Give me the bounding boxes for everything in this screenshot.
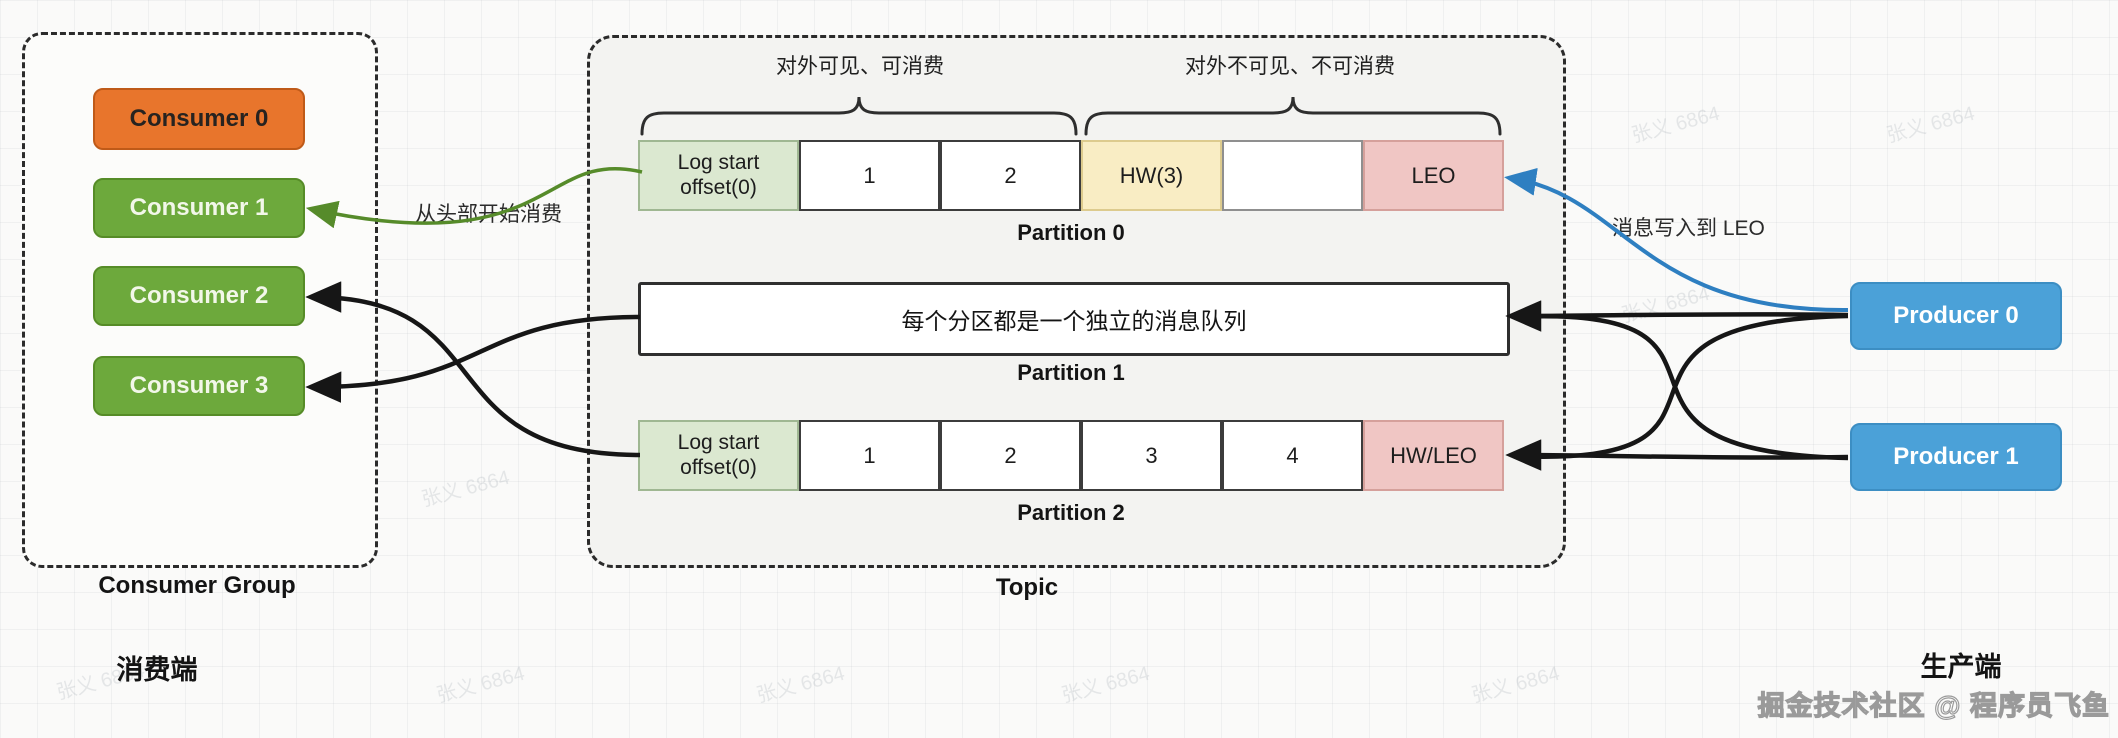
watermark: 张义 6864 <box>1469 662 1563 708</box>
watermark: 张义 6864 <box>1629 102 1723 148</box>
partition-1-box: 每个分区都是一个独立的消息队列 <box>638 282 1510 356</box>
p2-cell-2: 2 <box>940 420 1081 491</box>
consume-from-head-label: 从头部开始消费 <box>415 203 562 226</box>
partition-2-label: Partition 2 <box>1017 500 1125 525</box>
consumer-side-label: 消费端 <box>116 655 198 685</box>
consumer-group-label: Consumer Group <box>98 572 296 599</box>
p2-cell-3: 3 <box>1081 420 1222 491</box>
consumer-2-node: Consumer 2 <box>93 266 305 326</box>
consumer-3-node: Consumer 3 <box>93 356 305 416</box>
partition-2-row: Log start offset(0) 1 2 3 4 HW/LEO <box>638 420 1504 491</box>
p2-cell-4: 4 <box>1222 420 1363 491</box>
partition-0-row: Log start offset(0) 1 2 HW(3) LEO <box>638 140 1504 211</box>
p2-cell-1: 1 <box>799 420 940 491</box>
partition-1-label: Partition 1 <box>1017 360 1125 385</box>
p0-hw-cell: HW(3) <box>1081 140 1222 211</box>
producer-side-label: 生产端 <box>1920 652 2002 682</box>
p0-empty-cell <box>1222 140 1363 211</box>
watermark: 张义 6864 <box>1884 102 1978 148</box>
watermark: 张义 6864 <box>1059 662 1153 708</box>
watermark: 张义 6864 <box>419 466 513 512</box>
p0-log-start-offset-cell: Log start offset(0) <box>638 140 799 211</box>
p0-cell-2: 2 <box>940 140 1081 211</box>
p2-hw-leo-cell: HW/LEO <box>1363 420 1504 491</box>
p0-cell-1: 1 <box>799 140 940 211</box>
credit-watermark: 掘金技术社区 @ 程序员飞鱼 <box>1757 690 2110 721</box>
consumer-0-node: Consumer 0 <box>93 88 305 150</box>
invisible-range-annotation: 对外不可见、不可消费 <box>1185 55 1395 78</box>
p0-leo-cell: LEO <box>1363 140 1504 211</box>
write-to-leo-label: 消息写入到 LEO <box>1612 217 1765 240</box>
watermark: 张义 6864 <box>434 662 528 708</box>
watermark: 张义 6864 <box>754 662 848 708</box>
producer-1-node: Producer 1 <box>1850 423 2062 491</box>
visible-range-annotation: 对外可见、可消费 <box>776 55 944 78</box>
topic-label: Topic <box>995 574 1059 601</box>
watermark: 张义 6864 <box>1619 282 1713 328</box>
consumer-1-node: Consumer 1 <box>93 178 305 238</box>
producer-0-node: Producer 0 <box>1850 282 2062 350</box>
partition-0-label: Partition 0 <box>1017 220 1125 245</box>
p2-log-start-offset-cell: Log start offset(0) <box>638 420 799 491</box>
